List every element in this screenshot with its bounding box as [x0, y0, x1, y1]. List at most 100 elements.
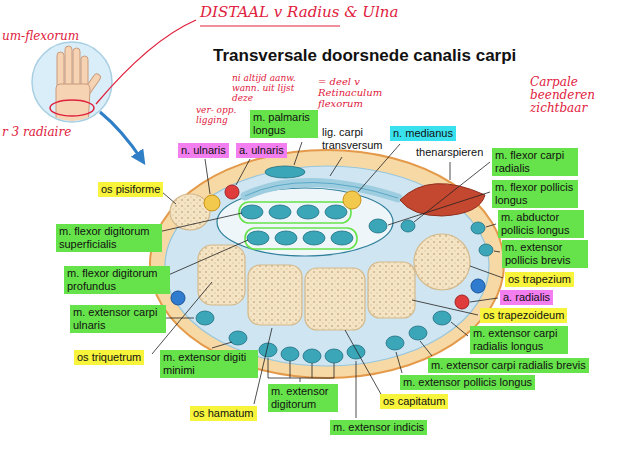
carpal-tunnel: [239, 202, 351, 223]
handwritten-note: Carpale beenderen zichtbaar: [530, 76, 620, 116]
hand-inset: [57, 52, 64, 88]
structure-label: m. palmaris longus: [250, 110, 318, 138]
leader-lines: [356, 361, 357, 418]
label-text: a. ulnaris: [239, 144, 284, 157]
leader-lines: [345, 330, 382, 396]
label-text: m. extensor indicis: [333, 421, 424, 434]
structure-label: m. extensor digitorum: [268, 384, 338, 412]
structure-label: m. flexor digitorum superficialis: [56, 224, 162, 252]
leader-lines: [420, 341, 432, 356]
label-text: n. medianus: [393, 127, 453, 140]
structure-label: os hamatum: [190, 406, 257, 421]
structure-label: m. extensor carpi ulnaris: [70, 305, 166, 333]
hand-inset: [73, 48, 80, 88]
leader-lines: [166, 240, 248, 276]
view-arrow: [100, 112, 142, 160]
label-text: os capitatum: [383, 395, 445, 408]
annotation-underline: [200, 26, 340, 27]
hand-inset: [50, 100, 94, 116]
tendons: [369, 219, 387, 233]
carpal-tunnel: [245, 228, 357, 249]
carpal-tunnel: [245, 182, 398, 198]
tendons: [331, 231, 353, 245]
cross-section: [150, 150, 504, 378]
leader-lines: [494, 251, 500, 252]
carpal-bones: [248, 265, 302, 325]
structure-label: m. flexor digitorum profundus: [64, 266, 170, 294]
tendons: [303, 231, 325, 245]
tendons: [409, 326, 427, 340]
leader-lines: [236, 159, 250, 185]
tendons: [303, 349, 321, 363]
structure-label: n. medianus: [390, 126, 456, 141]
leader-lines: [414, 162, 490, 222]
leader-lines: [486, 224, 496, 227]
tendons: [433, 311, 451, 325]
tendons: [229, 331, 247, 345]
tendons: [347, 345, 365, 359]
carpal-bones: [368, 262, 415, 318]
structure-label: os triquetrum: [74, 350, 144, 365]
cross-section: [150, 150, 504, 378]
handwritten-note: = deel v Retinaculum flexorum: [318, 76, 418, 109]
label-text: os hamatum: [193, 407, 254, 420]
nerves-vessels: [225, 185, 239, 199]
structure-label: os pisiforme: [98, 182, 163, 197]
structure-label: m. extensor pollicis brevis: [502, 240, 588, 268]
label-text: m. flexor digitorum profundus: [67, 267, 167, 293]
nerves-vessels: [343, 191, 361, 209]
annotation-stroke: [96, 20, 196, 104]
leader-lines: [358, 144, 400, 192]
leader-lines: [450, 162, 451, 180]
label-text: os pisiforme: [101, 183, 160, 196]
leader-lines: [470, 266, 503, 278]
tendons: [265, 166, 305, 178]
leader-lines: [412, 300, 478, 315]
hand-inset: [56, 84, 90, 126]
handwritten-note: DISTAAL v Radius & Ulna: [200, 4, 398, 21]
label-text: m. extensor digitorum: [271, 385, 335, 411]
leader-lines: [158, 213, 242, 232]
leader-lines: [470, 298, 498, 302]
structure-label: a. ulnaris: [236, 143, 287, 158]
tendons: [401, 220, 415, 232]
hand-inset: [56, 46, 102, 126]
handwritten-note: ni altijd aanw. wann. uit lijst deze: [232, 74, 302, 104]
hand-inset: [81, 56, 88, 88]
label-text: m. flexor digitorum superficialis: [59, 225, 159, 251]
tendons: [297, 205, 319, 219]
label-text: m. extensor pollicis brevis: [505, 241, 585, 267]
structure-annotation: lig. carpi transversum: [322, 126, 386, 152]
tendons: [386, 336, 404, 350]
tendons: [281, 347, 299, 361]
structure-label: m. abductor pollicis longus: [498, 210, 584, 238]
structure-label: m. flexor pollicis longus: [492, 180, 578, 208]
label-text: m. extensor pollicis longus: [403, 376, 532, 389]
leader-lines: [388, 192, 490, 225]
label-text: m. extensor carpi radialis brevis: [431, 359, 586, 372]
tendons: [247, 231, 269, 245]
carpal-bones: [198, 245, 245, 305]
nerves-vessels: [171, 291, 185, 305]
tendons: [241, 205, 263, 219]
label-text: m. extensor digiti minimi: [163, 351, 255, 377]
carpal-bones: [305, 268, 365, 330]
tendons: [196, 311, 214, 325]
nerves-vessels: [455, 295, 469, 309]
label-text: os trapezium: [508, 273, 571, 286]
leader-lines: [205, 159, 210, 194]
label-text: m. extensor carpi radialis longus: [473, 327, 565, 353]
handwritten-note: ver- opp. ligging: [196, 106, 238, 126]
label-text: m. abductor pollicis longus: [501, 211, 581, 237]
label-text: n. ulnaris: [181, 144, 226, 157]
hand-inset: [65, 46, 72, 88]
handwritten-note: r 3 radiaire: [2, 126, 71, 139]
structure-label: m. extensor pollicis longus: [400, 375, 535, 390]
label-text: m. palmaris longus: [253, 111, 315, 137]
structure-annotation: thenarspieren: [416, 146, 483, 159]
structure-label: n. ulnaris: [178, 143, 229, 158]
nerves-vessels: [204, 195, 220, 211]
handwritten-note: um-flexorum: [2, 30, 79, 43]
structure-label: m. extensor carpi radialis brevis: [428, 358, 589, 373]
tendons: [479, 244, 493, 256]
